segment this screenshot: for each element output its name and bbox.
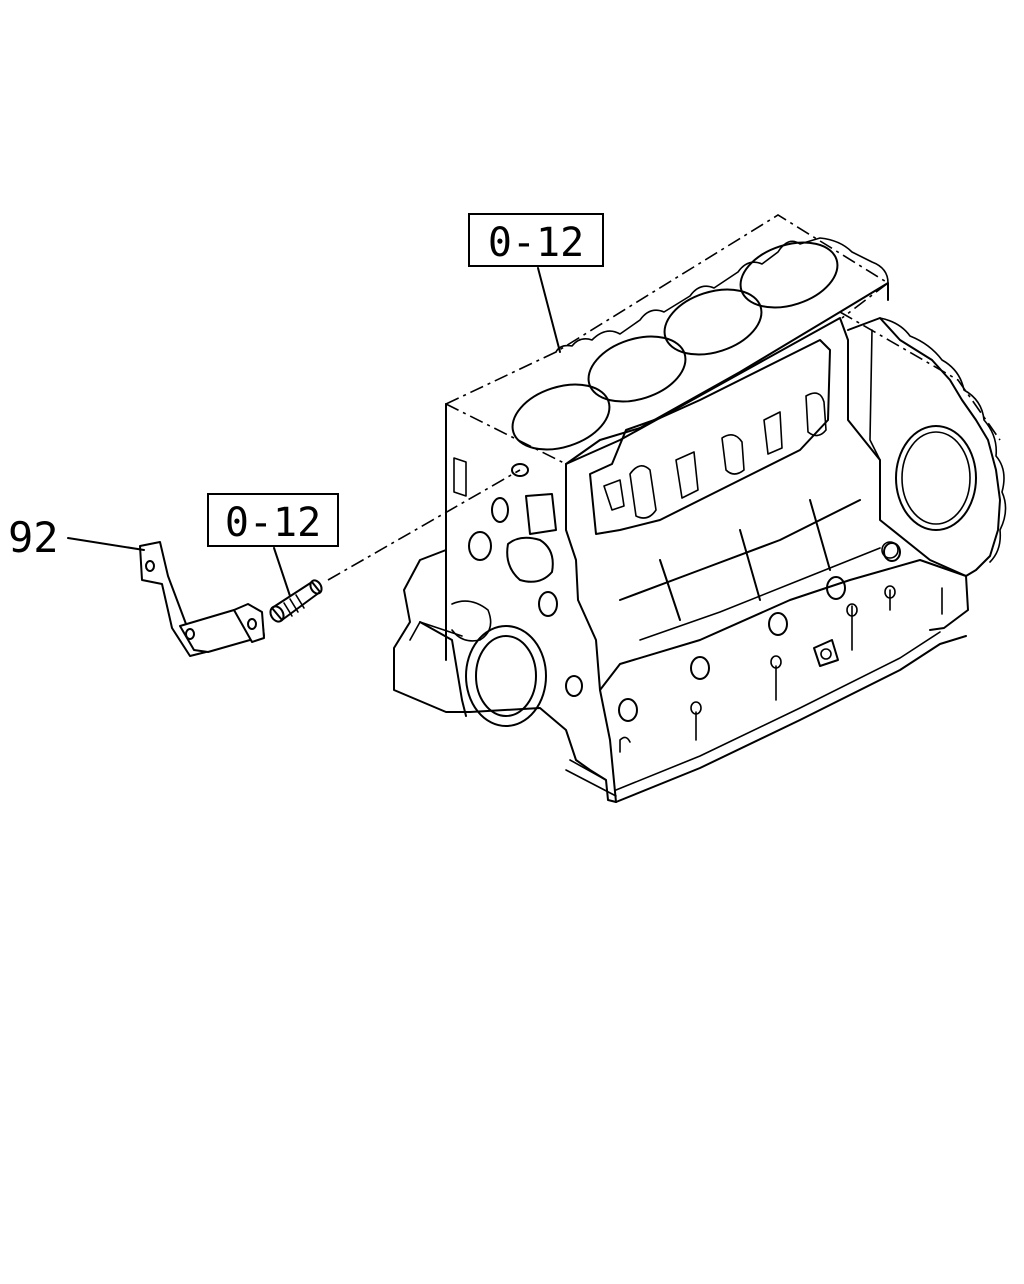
side-boss-1 — [618, 698, 638, 722]
bracket — [139, 541, 265, 657]
side-boss-3 — [768, 612, 788, 636]
cylinder-bore-4 — [739, 241, 839, 309]
callout-bracket-label: 92 — [8, 513, 59, 562]
cylinder-block — [393, 214, 1007, 803]
cylinder-bore-3 — [663, 288, 763, 356]
front-hole-a — [468, 531, 492, 561]
front-hole-b — [511, 463, 529, 477]
cylinder-bore-1 — [511, 383, 611, 451]
stud-install-line — [327, 469, 521, 581]
stud — [269, 579, 323, 623]
side-boss-4 — [826, 576, 846, 600]
front-crank-bore — [465, 625, 547, 727]
callout-bracket[interactable]: 92 — [8, 513, 145, 562]
callout-stud[interactable]: 0-12 — [207, 493, 339, 597]
callout-block-label: 0-12 — [488, 220, 584, 266]
side-port-panel — [589, 339, 831, 535]
callout-block[interactable]: 0-12 — [468, 213, 604, 353]
cylinder-bore-2 — [587, 335, 687, 403]
callout-stud-label: 0-12 — [225, 500, 321, 546]
rear-crank-bore — [895, 425, 977, 531]
rear-housing — [847, 317, 1001, 577]
side-boss-2 — [690, 656, 710, 680]
